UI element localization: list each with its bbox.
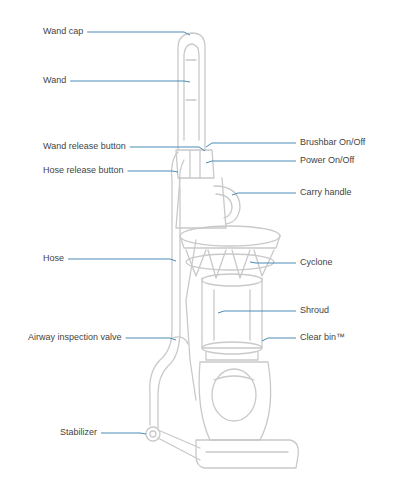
leader-line (206, 161, 296, 163)
leader-line (70, 81, 190, 82)
part-label: Cyclone (300, 256, 333, 268)
part-label: Wand (43, 74, 66, 86)
leader-line (232, 193, 296, 195)
part-label: Carry handle (300, 186, 352, 198)
part-label: Hose release button (43, 164, 124, 176)
part-label: Wand cap (43, 25, 83, 37)
part-label: Wand release button (43, 140, 126, 152)
part-label: Stabilizer (60, 426, 97, 438)
part-label: Hose (43, 252, 64, 264)
leader-line (68, 259, 176, 261)
leader-line (126, 338, 176, 340)
leader-line (87, 32, 190, 35)
leader-line (128, 171, 178, 172)
leader-line (206, 143, 296, 147)
part-label: Clear bin™ (300, 331, 345, 343)
part-label: Shroud (300, 304, 329, 316)
part-label: Power On/Off (300, 154, 354, 166)
part-label: Airway inspection valve (28, 331, 122, 343)
leader-line (101, 433, 146, 434)
part-label: Brushbar On/Off (300, 136, 365, 148)
leader-line (218, 311, 296, 313)
leader-line (262, 338, 296, 341)
leader-line (130, 147, 205, 151)
leader-line (250, 262, 296, 263)
